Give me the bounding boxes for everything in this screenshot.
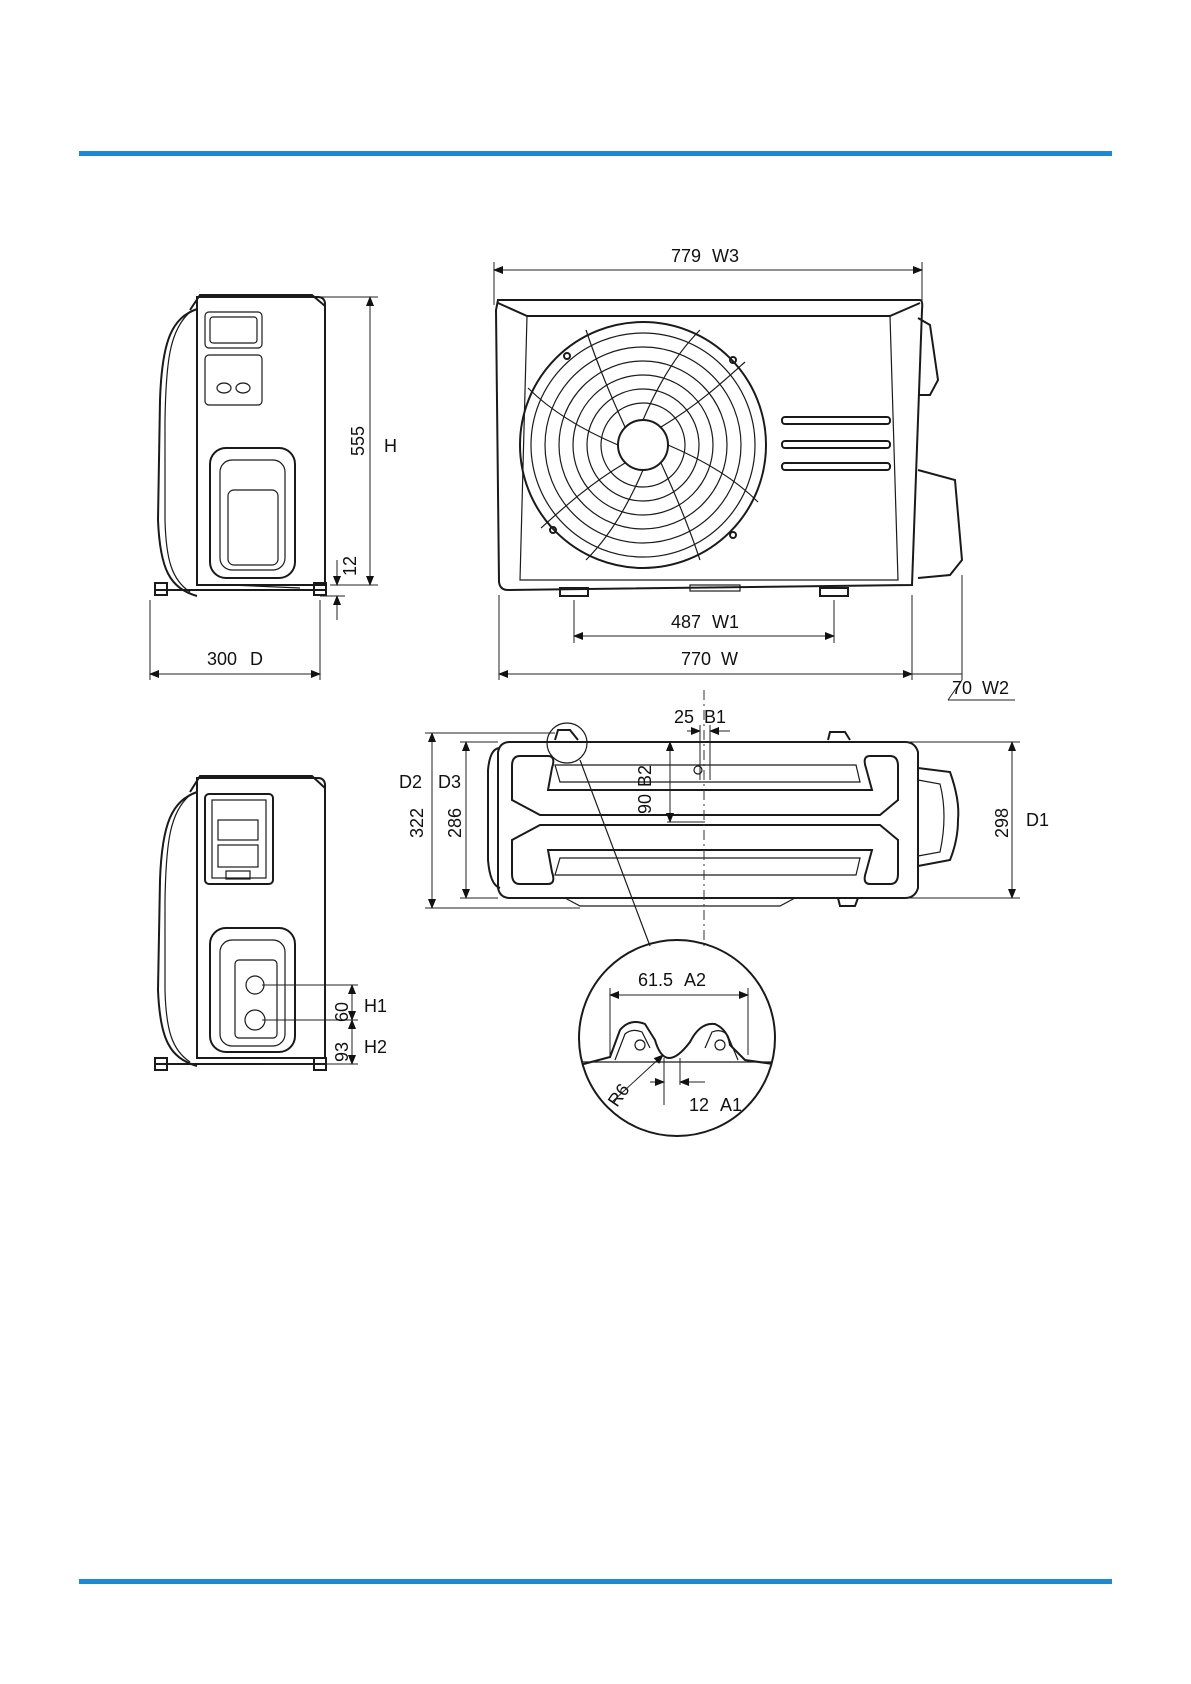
label-D3: D3 <box>438 772 461 792</box>
label-555: 555 <box>348 426 368 456</box>
front-view-outline <box>496 300 962 596</box>
label-B1: B1 <box>704 707 726 727</box>
dim-top-b1 <box>687 725 730 780</box>
label-H: H <box>384 436 397 456</box>
label-779: 779 <box>671 246 701 266</box>
label-90: 90 <box>635 794 655 814</box>
label-322: 322 <box>407 808 427 838</box>
label-W: W <box>721 649 738 669</box>
label-487: 487 <box>671 612 701 632</box>
label-70: 70 <box>952 678 972 698</box>
label-W3: W3 <box>712 246 739 266</box>
fan-guard <box>520 322 766 568</box>
label-D1: D1 <box>1026 810 1049 830</box>
label-A1: A1 <box>720 1095 742 1115</box>
label-W2: W2 <box>982 678 1009 698</box>
side-view-outline <box>155 295 326 596</box>
label-300: 300 <box>207 649 237 669</box>
label-298: 298 <box>992 808 1012 838</box>
label-61-5: 61.5 <box>638 970 673 990</box>
label-D2: D2 <box>399 772 422 792</box>
label-12-a1: 12 <box>689 1095 709 1115</box>
label-R6: R6 <box>604 1080 634 1110</box>
label-W1: W1 <box>712 612 739 632</box>
rear-view-outline <box>155 776 326 1070</box>
label-770: 770 <box>681 649 711 669</box>
label-A2: A2 <box>684 970 706 990</box>
detail-view <box>575 940 780 1136</box>
label-H1: H1 <box>364 996 387 1016</box>
dim-top-d3 <box>460 742 498 898</box>
label-60: 60 <box>332 1002 352 1022</box>
label-B2: B2 <box>635 765 655 787</box>
label-93: 93 <box>332 1042 352 1062</box>
label-H2: H2 <box>364 1037 387 1057</box>
dim-front-w1 <box>574 600 834 643</box>
label-12: 12 <box>340 556 360 576</box>
label-D: D <box>250 649 263 669</box>
label-286: 286 <box>445 808 465 838</box>
label-25: 25 <box>674 707 694 727</box>
top-view-outline <box>488 723 958 946</box>
dim-front-w3 <box>494 262 922 305</box>
